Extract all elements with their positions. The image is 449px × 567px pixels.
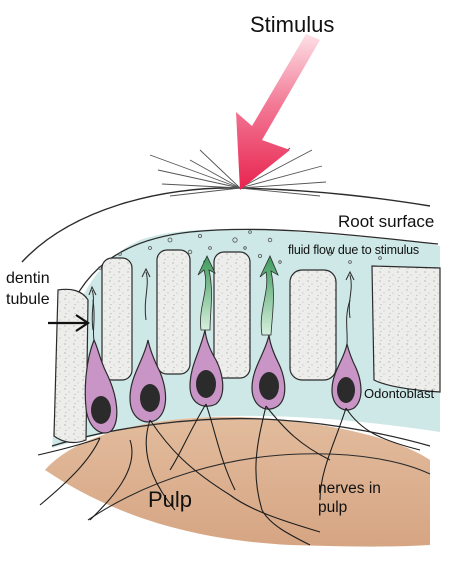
odontoblast-label: Odontoblast <box>364 387 434 400</box>
nerves-in-pulp-label: nerves in pulp <box>318 479 398 517</box>
dentin-tubule-label: dentin tubule <box>6 268 66 310</box>
stimulus-label: Stimulus <box>250 14 334 36</box>
fluid-flow-label: fluid flow due to stimulus <box>288 244 419 257</box>
pulp-label: Pulp <box>148 489 192 511</box>
stimulus-rays <box>150 148 326 196</box>
root-surface-label: Root surface <box>338 213 434 230</box>
stimulus-arrow <box>236 34 320 190</box>
